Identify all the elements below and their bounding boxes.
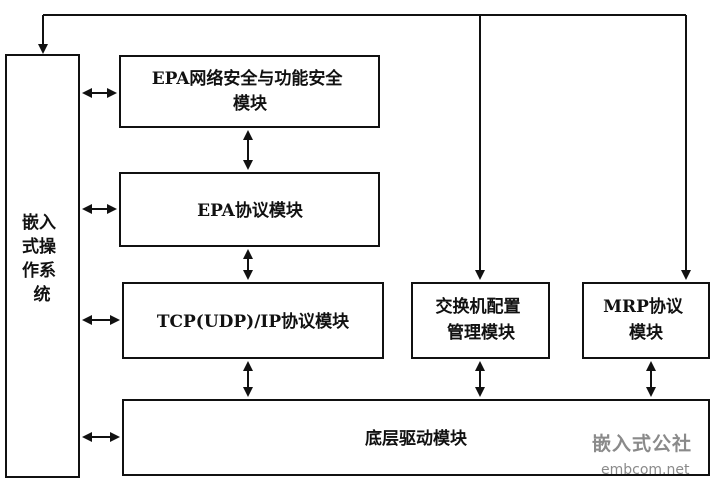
tcp-ip-label: TCP(UDP)/IP协议模块 [157, 311, 350, 332]
switch-config-label: 交换机配置 管理模块 [436, 296, 527, 343]
os-label: 嵌入 式操 作系 统 [22, 213, 62, 305]
driver-label: 底层驱动模块 [365, 428, 468, 449]
driver-box [122, 399, 710, 476]
epa-security-box [119, 55, 380, 128]
os-box [5, 54, 80, 478]
top-feedback-connector [38, 14, 691, 280]
switch-config-box [411, 282, 550, 359]
switch-config-label-line-1: 交换机配置 [436, 296, 521, 317]
epa-security-label: EPA网络安全与功能安全 模块 [152, 68, 349, 114]
tcp-ip-box [122, 282, 384, 359]
epa-protocol-box [119, 172, 380, 247]
epa-security-label-line-2: 模块 [233, 93, 268, 114]
mrp-box [582, 282, 710, 359]
epa-protocol-label: EPA协议模块 [197, 200, 304, 221]
os-label-line-3: 作系 [22, 260, 56, 281]
watermark-brand: 嵌入式公社 [592, 432, 692, 455]
mrp-label-line-1: MRP协议 [603, 296, 684, 317]
os-label-line-2: 式操 [22, 236, 56, 257]
switch-config-label-line-2: 管理模块 [447, 322, 516, 343]
epa-security-label-line-1: EPA网络安全与功能安全 [152, 68, 344, 89]
os-label-line-1: 嵌入 [22, 213, 56, 233]
mrp-label-line-2: 模块 [629, 322, 664, 343]
os-label-line-4: 统 [34, 284, 51, 305]
watermark-domain: embcom.net [601, 462, 690, 478]
mrp-label: MRP协议 模块 [603, 296, 689, 343]
